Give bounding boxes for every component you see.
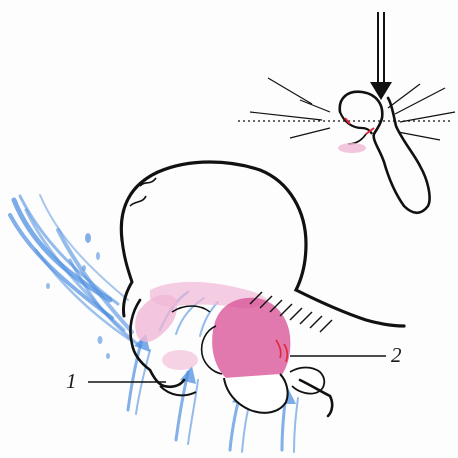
callout-label-1: 1 — [66, 371, 77, 392]
main-figure — [121, 162, 404, 416]
down-arrow-icon — [370, 12, 392, 100]
callout-label-2: 2 — [391, 345, 402, 366]
bone-structure — [224, 374, 288, 413]
impact-lines — [250, 78, 455, 140]
inset-figure — [238, 12, 455, 213]
